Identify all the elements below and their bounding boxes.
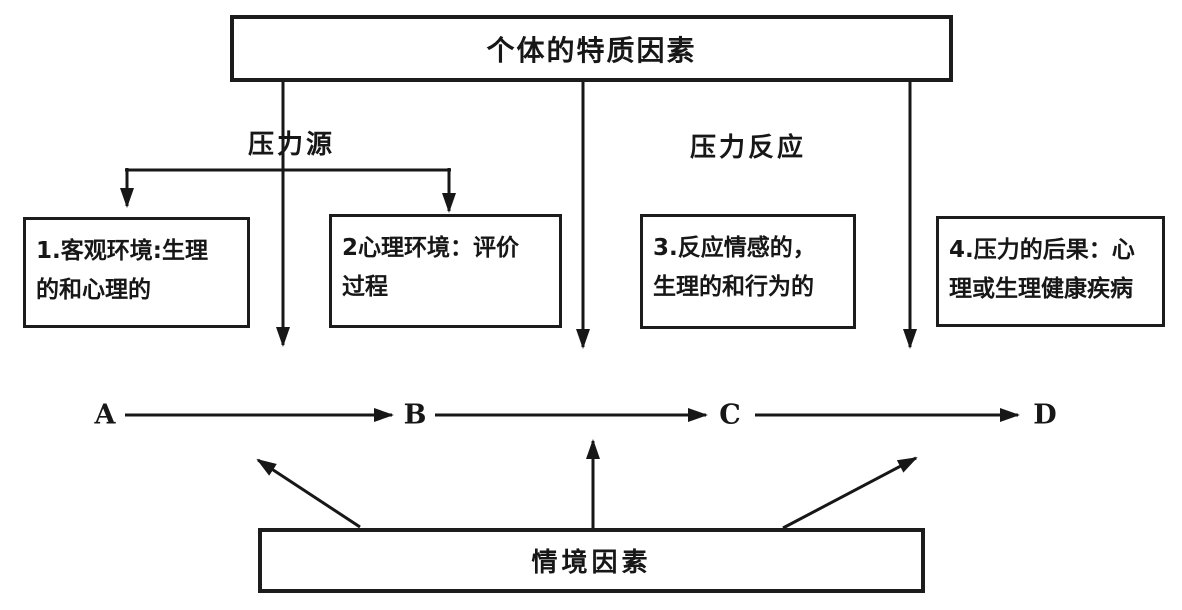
process-box-responses: 3.反应情感的， 生理的和行为的 — [640, 214, 856, 329]
process-box-2-label: 2心理环境：评价 过程 — [342, 235, 520, 300]
trait-factors-box: 个体的特质因素 — [230, 15, 953, 82]
arrow-situation-to-cd — [782, 456, 918, 530]
process-box-psychological-environment: 2心理环境：评价 过程 — [329, 214, 562, 328]
stress-response-label: 压力反应 — [690, 133, 807, 163]
stressors-label: 压力源 — [248, 130, 336, 160]
arrow-situation-to-ab — [256, 458, 361, 529]
sequence-letter-d: D — [1033, 399, 1057, 431]
situation-factors-label: 情境因素 — [531, 548, 652, 578]
process-box-4-label: 4.压力的后果：心 理或生理健康疾病 — [949, 237, 1135, 302]
process-box-3-label: 3.反应情感的， 生理的和行为的 — [653, 235, 816, 300]
situation-factors-box: 情境因素 — [258, 528, 925, 593]
sequence-letter-a: A — [94, 399, 116, 431]
process-box-objective-environment: 1.客观环境:生理 的和心理的 — [23, 217, 250, 328]
sequence-letter-b: B — [403, 399, 427, 431]
process-box-consequences: 4.压力的后果：心 理或生理健康疾病 — [936, 216, 1165, 327]
sequence-letter-c: C — [719, 399, 741, 431]
process-box-1-label: 1.客观环境:生理 的和心理的 — [36, 238, 208, 303]
trait-factors-label: 个体的特质因素 — [486, 33, 697, 67]
